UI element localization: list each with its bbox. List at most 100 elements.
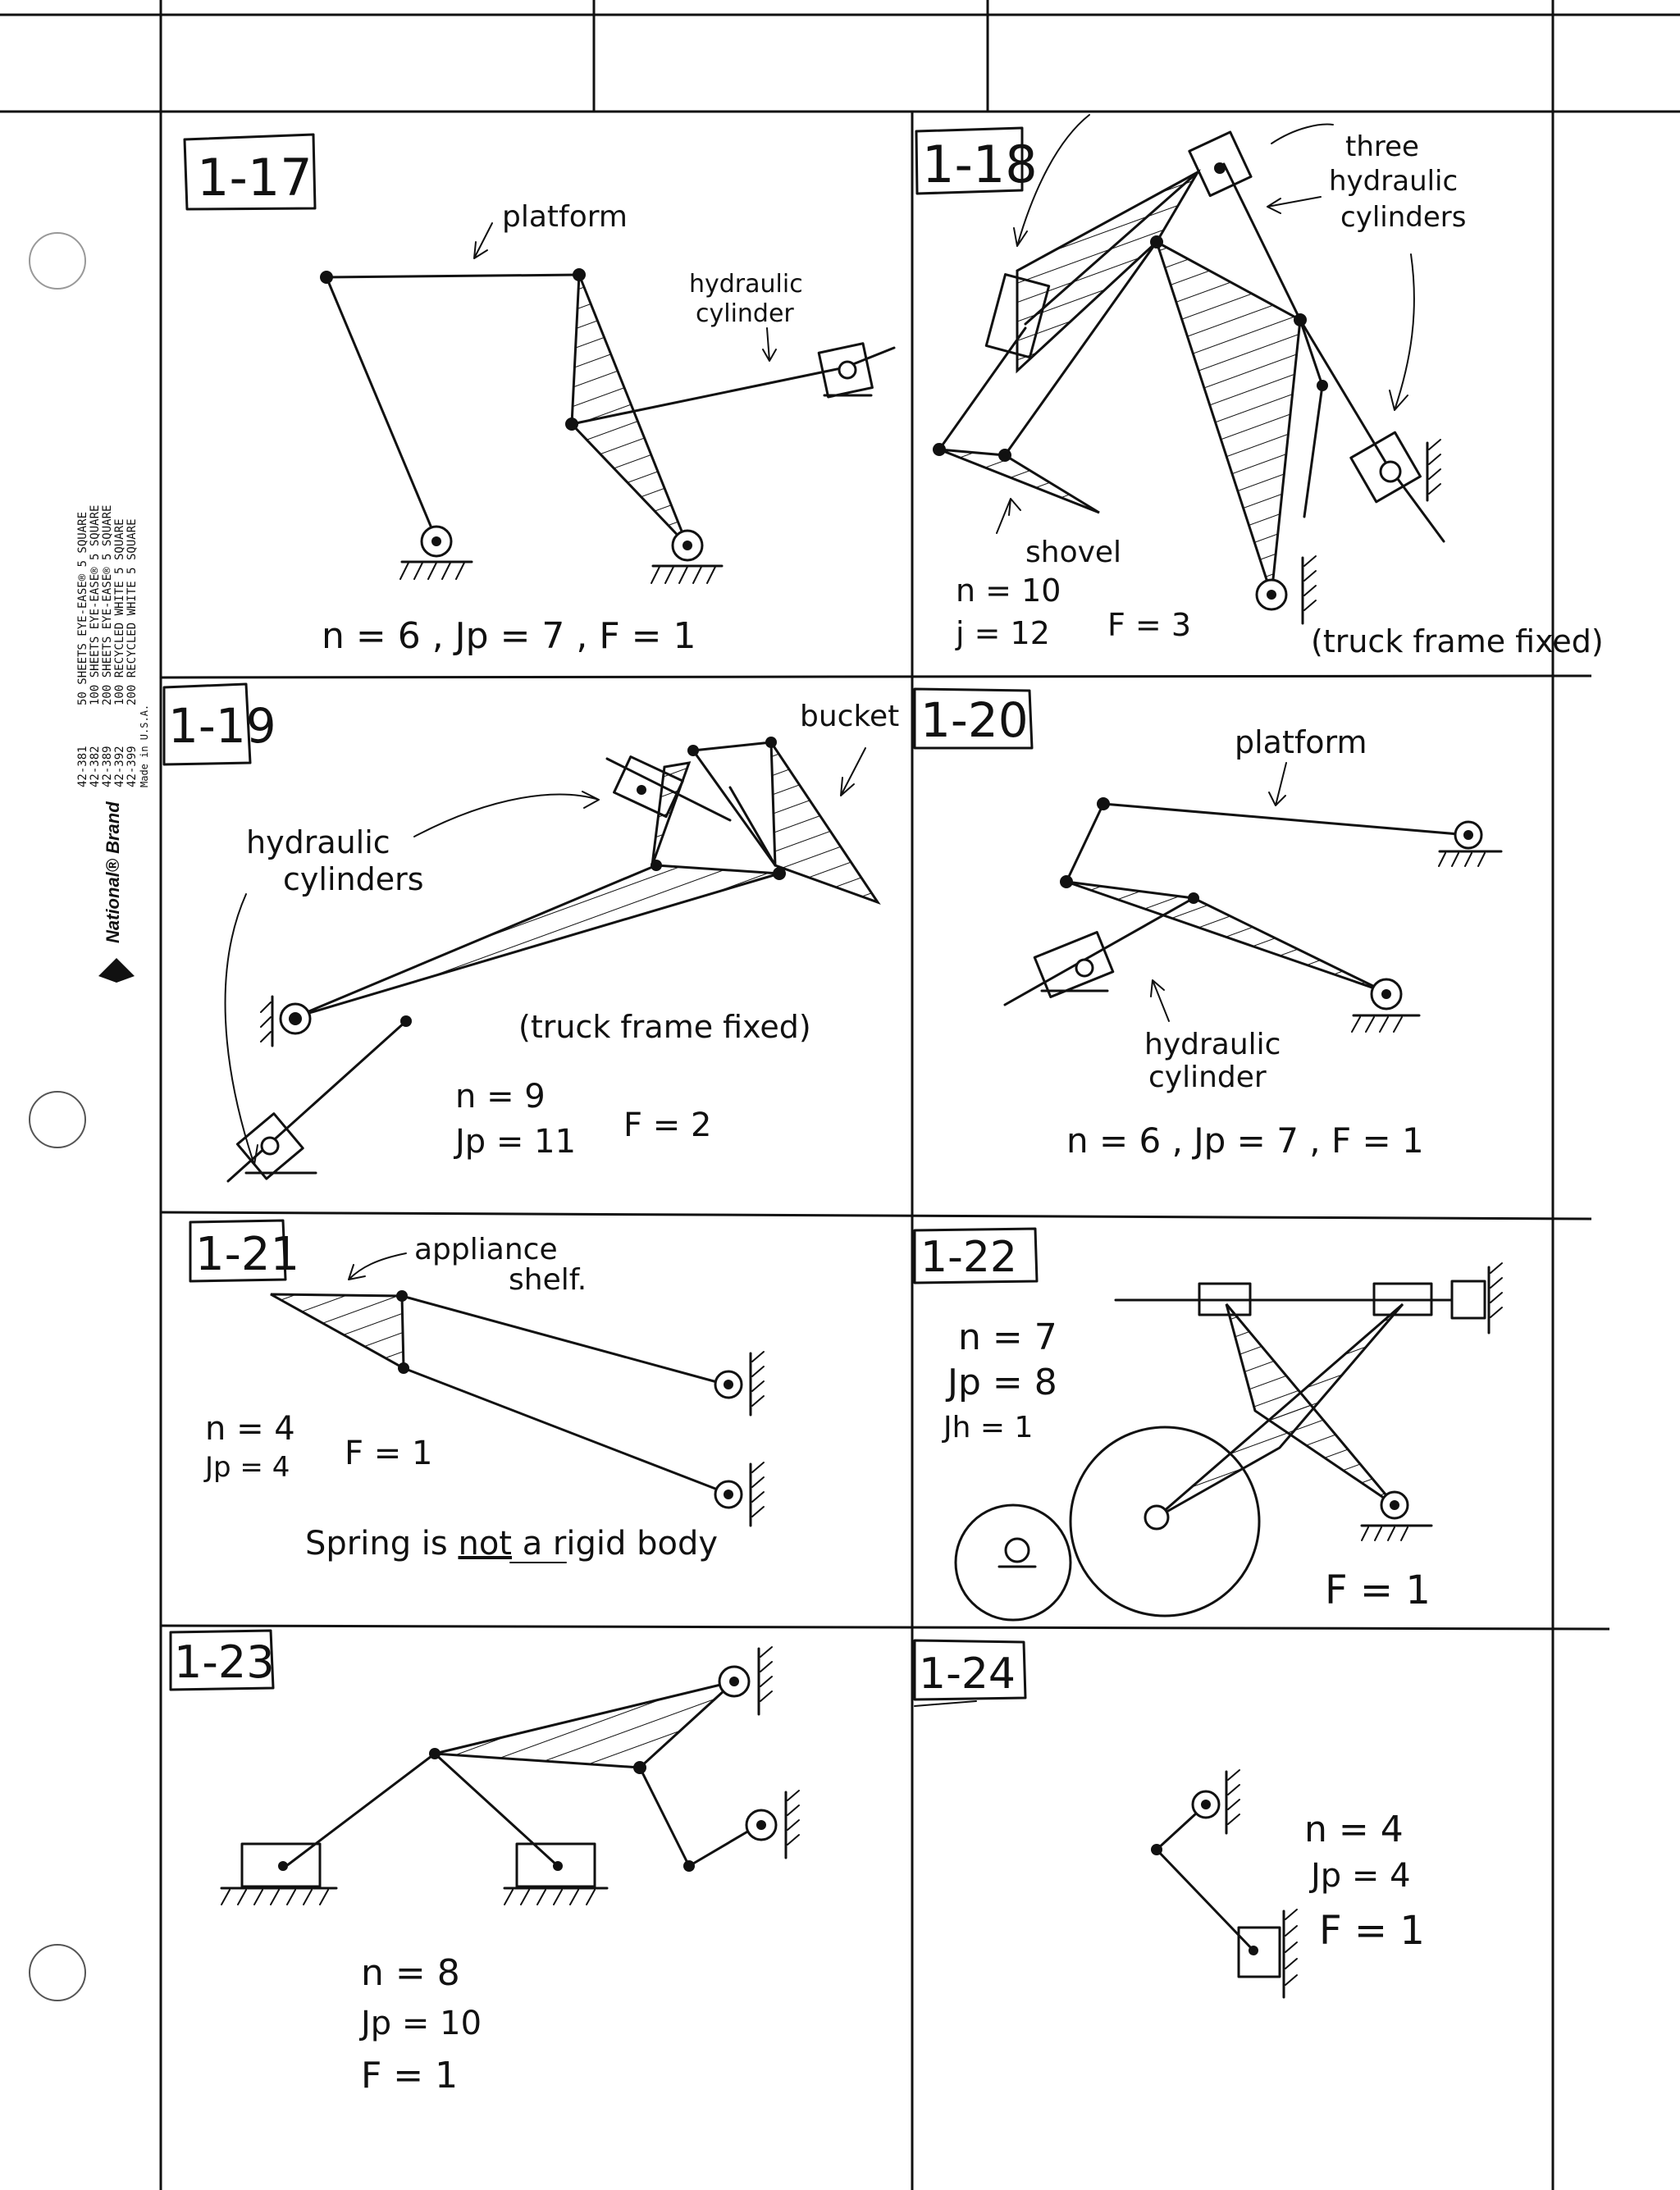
label-arrow bbox=[413, 791, 600, 837]
answer-f: F = 1 bbox=[361, 2055, 458, 2096]
hatched-link bbox=[1016, 169, 1202, 374]
label-arrow bbox=[1268, 762, 1287, 806]
answer-f: F = 2 bbox=[623, 1106, 711, 1144]
problem-id: 1-21 bbox=[195, 1228, 299, 1281]
answer-n: n = 7 bbox=[958, 1316, 1057, 1358]
problem-1-22: 1-22 n = 7 Jp = 8 Jh = 1 F = 1 bbox=[913, 1227, 1503, 1622]
arm-link bbox=[938, 326, 1027, 451]
link bbox=[400, 1294, 728, 1386]
ground-hatch bbox=[760, 1646, 773, 1702]
label-cylinder: cylinder bbox=[1148, 1061, 1267, 1094]
answer-n: n = 4 bbox=[1304, 1809, 1404, 1850]
ground-hatch bbox=[1438, 852, 1486, 867]
answer-line: n = 6 , Jp = 7 , F = 1 bbox=[1066, 1120, 1424, 1161]
shovel-link bbox=[938, 448, 1100, 514]
cylinder-rod bbox=[226, 1020, 408, 1183]
ground-hatch bbox=[1227, 1769, 1240, 1825]
joint bbox=[756, 1820, 766, 1830]
cylinder-rod bbox=[570, 366, 847, 426]
cylinder-body bbox=[1349, 431, 1422, 504]
problem-1-17: 1-17 platform hydraulic cylinder n = 6 ,… bbox=[183, 133, 896, 657]
joint bbox=[565, 417, 578, 431]
label-arrow bbox=[224, 893, 258, 1166]
problem-1-21: 1-21 appliance shelf. n = 4 Jp = 4 F = 1… bbox=[189, 1219, 765, 1563]
note-emphasis: not bbox=[458, 1525, 512, 1563]
row-rule-1 bbox=[160, 674, 1592, 679]
hatched-link bbox=[570, 274, 689, 547]
ground-hatch bbox=[651, 566, 716, 584]
problem-id-box bbox=[913, 1227, 1039, 1284]
joint bbox=[400, 1015, 412, 1027]
joint bbox=[1249, 1946, 1258, 1955]
problem-1-19: 1-19 bucket hydraulic cylinders (truck f… bbox=[162, 682, 899, 1183]
link bbox=[1155, 1848, 1255, 1952]
ground-hatch bbox=[787, 1790, 800, 1846]
spring-note: Spring is not a rigid body bbox=[305, 1525, 718, 1563]
pin bbox=[1075, 958, 1094, 978]
joint bbox=[1060, 875, 1073, 888]
answer-jp: Jp = 4 bbox=[203, 1451, 290, 1484]
pin bbox=[838, 360, 857, 380]
link bbox=[1303, 384, 1324, 518]
label-cylinders: cylinders bbox=[283, 861, 424, 897]
joint bbox=[633, 1761, 646, 1774]
joint bbox=[1151, 1844, 1162, 1855]
slider-block bbox=[1237, 1926, 1281, 1978]
boom-link bbox=[294, 864, 780, 1019]
joint bbox=[573, 268, 586, 281]
sidebar-line-3: 200 SHEETS EYE-EASE® 5 SQUARE bbox=[101, 505, 114, 705]
joint bbox=[553, 1861, 563, 1871]
joint bbox=[683, 1860, 695, 1872]
ground-hatch bbox=[1428, 439, 1441, 495]
slider-block bbox=[1450, 1280, 1486, 1320]
problem-id: 1-17 bbox=[197, 148, 313, 208]
sidebar-imprint: 50 SHEETS EYE-EASE® 5 SQUARE 100 SHEETS … bbox=[76, 505, 150, 983]
slider-block bbox=[1372, 1282, 1433, 1316]
answer-f: F = 1 bbox=[1319, 1908, 1425, 1954]
label-appliance: appliance bbox=[414, 1233, 558, 1266]
joint bbox=[1317, 380, 1328, 391]
pin bbox=[1004, 1537, 1030, 1563]
hatched-link bbox=[434, 1680, 736, 1769]
sidebar-line-4: 100 RECYCLED WHITE 5 SQUARE bbox=[113, 518, 126, 705]
joint bbox=[998, 449, 1011, 462]
problem-id-box bbox=[913, 687, 1034, 750]
ground-hatch bbox=[399, 562, 465, 580]
joint bbox=[687, 745, 699, 756]
label-arrow bbox=[996, 498, 1021, 534]
answer-line: n = 6 , Jp = 7 , F = 1 bbox=[322, 615, 696, 657]
hatched-link bbox=[1066, 880, 1387, 994]
joint bbox=[637, 785, 646, 795]
slider-block bbox=[515, 1842, 596, 1888]
label-arrow bbox=[1389, 253, 1415, 411]
ground-hatch bbox=[221, 1889, 329, 1905]
problem-id: 1-23 bbox=[174, 1636, 275, 1688]
binder-hole-bottom bbox=[29, 1944, 86, 2001]
label-shelf: shelf. bbox=[509, 1263, 587, 1297]
binder-hole-top bbox=[29, 232, 86, 290]
pin bbox=[1144, 1504, 1170, 1531]
ground-hatch bbox=[504, 1889, 596, 1905]
sidebar-code-4: 42-392 bbox=[113, 746, 126, 787]
platform-link bbox=[325, 273, 581, 279]
underline bbox=[914, 1700, 977, 1707]
sidebar-made-in: Made in U.S.A. bbox=[139, 705, 150, 787]
shelf-link bbox=[270, 1293, 405, 1371]
label-hydraulic: hydraulic bbox=[246, 824, 390, 860]
problem-1-24: 1-24 n = 4 Jp = 4 F = 1 bbox=[913, 1639, 1425, 1999]
cylinder-body bbox=[1188, 130, 1253, 198]
joint bbox=[1381, 989, 1391, 999]
answer-jp: Jp = 10 bbox=[358, 2005, 482, 2042]
problem-id-box bbox=[913, 1639, 1027, 1701]
gear-small bbox=[954, 1503, 1072, 1622]
label-arrow bbox=[1150, 979, 1170, 1022]
problem-id: 1-20 bbox=[920, 692, 1029, 748]
problem-id: 1-18 bbox=[922, 135, 1038, 194]
slider-block bbox=[1198, 1282, 1252, 1316]
answer-jp: Jp = 4 bbox=[1308, 1857, 1411, 1895]
joint bbox=[396, 1290, 408, 1302]
problem-id: 1-22 bbox=[920, 1233, 1017, 1282]
label-truck-frame: (truck frame fixed) bbox=[518, 1009, 811, 1045]
joint bbox=[278, 1861, 288, 1871]
